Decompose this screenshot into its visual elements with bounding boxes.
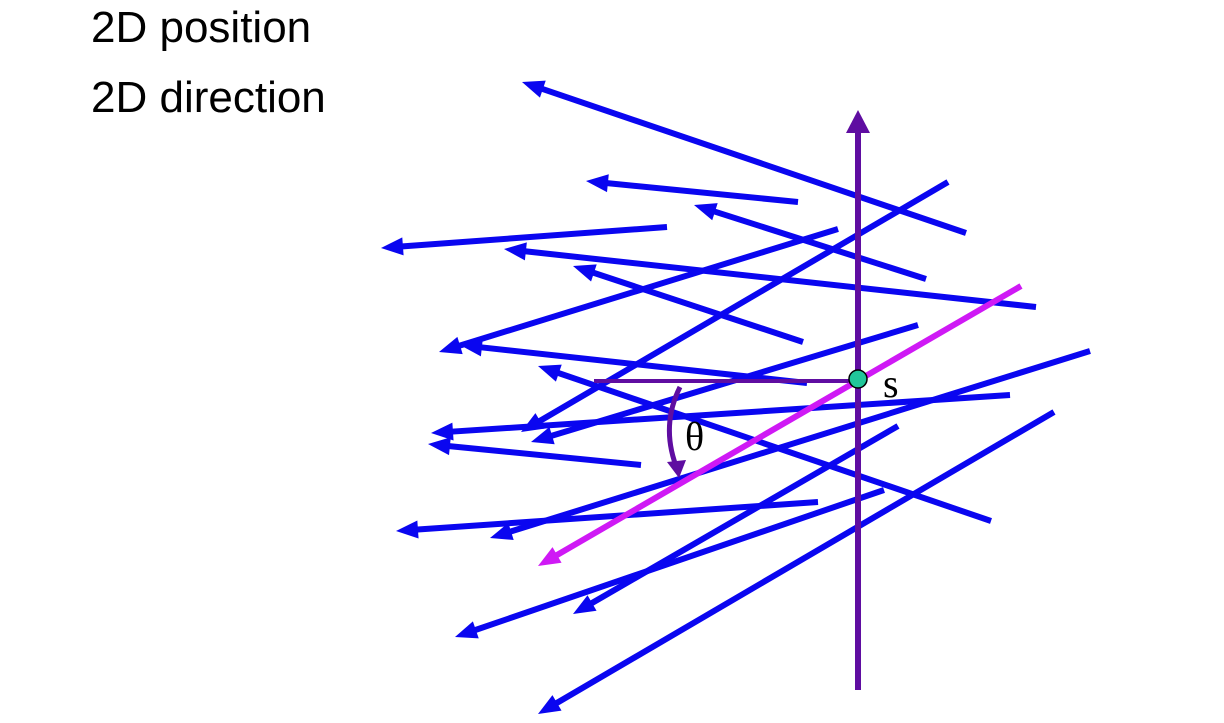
ray-arrow: [428, 437, 642, 468]
angle-indicator: [594, 379, 858, 478]
ray-arrow: [694, 203, 927, 282]
ray-arrow: [538, 364, 992, 524]
ray-arrow: [431, 392, 1011, 441]
ray-arrow: [586, 174, 799, 205]
theta-label: θ: [685, 414, 704, 459]
ray-arrow: [490, 348, 1091, 541]
blue-rays: [381, 80, 1091, 714]
slide-text-direction: 2D direction: [91, 73, 326, 122]
highlight-ray-arrow: [538, 283, 1023, 566]
slide-text-position: 2D position: [91, 3, 312, 52]
point-s-label: s: [883, 361, 899, 406]
ray-arrow: [439, 226, 839, 355]
ray-arrow: [455, 487, 885, 639]
highlighted-ray: [538, 283, 1023, 566]
ray-arrow: [522, 80, 967, 236]
point-s-marker: [848, 369, 868, 389]
vertical-axis-arrow: [846, 110, 870, 690]
ray-arrow: [573, 264, 804, 345]
ray-arrow: [381, 224, 668, 256]
angle-arc: [666, 385, 683, 467]
ray-arrow: [460, 338, 808, 386]
ray-arrow: [396, 499, 819, 539]
angle-arrowhead: [667, 460, 686, 478]
ray-arrow: [538, 409, 1056, 714]
